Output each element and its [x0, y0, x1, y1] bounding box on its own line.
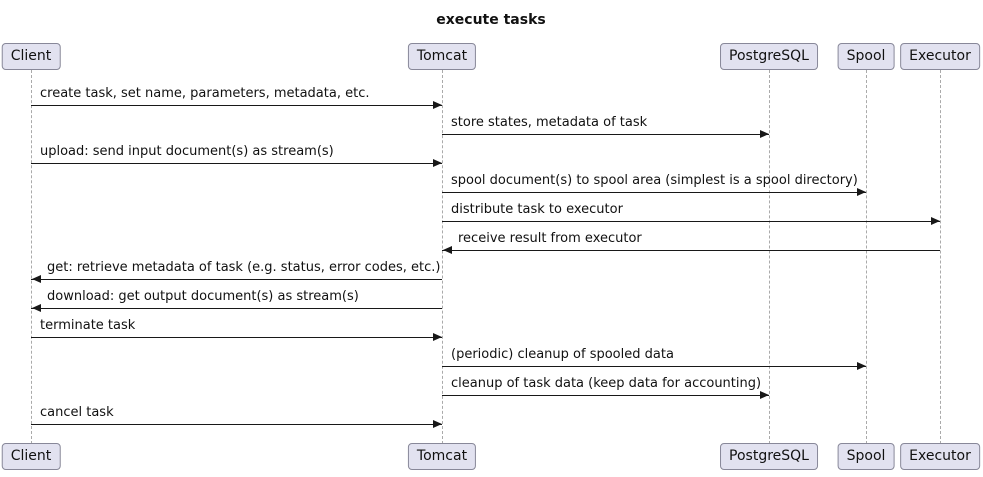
message-arrow-line [442, 250, 940, 251]
lifeline-client [31, 70, 32, 444]
message-arrowhead [433, 420, 442, 428]
message-arrow-line [442, 366, 866, 367]
message-arrow-line [442, 192, 866, 193]
message-label: upload: send input document(s) as stream… [40, 144, 334, 159]
message-arrowhead [857, 362, 866, 370]
message-arrow-line [31, 308, 442, 309]
message-arrowhead [32, 304, 41, 312]
message-arrowhead [760, 391, 769, 399]
message-arrowhead [433, 159, 442, 167]
message-arrowhead [433, 333, 442, 341]
message-arrowhead [857, 188, 866, 196]
participant-box-bottom-executor: Executor [900, 443, 980, 470]
message-label: store states, metadata of task [451, 115, 648, 130]
message-arrow-line [442, 395, 769, 396]
lifeline-tomcat [442, 70, 443, 444]
diagram-title: execute tasks [436, 12, 546, 28]
message-arrow-line [31, 424, 442, 425]
message-arrow-line [31, 279, 442, 280]
lifeline-spool [866, 70, 867, 444]
participant-box-top-executor: Executor [900, 43, 980, 70]
message-arrow-line [31, 105, 442, 106]
message-label: terminate task [40, 318, 136, 333]
message-label: download: get output document(s) as stre… [47, 289, 359, 304]
message-label: get: retrieve metadata of task (e.g. sta… [47, 260, 441, 275]
message-arrow-line [31, 337, 442, 338]
lifeline-postgresql [769, 70, 770, 444]
message-arrowhead [931, 217, 940, 225]
participant-box-top-spool: Spool [837, 43, 895, 70]
message-arrowhead [32, 275, 41, 283]
message-label: cancel task [40, 405, 114, 420]
participant-box-top-tomcat: Tomcat [407, 43, 477, 70]
participant-box-bottom-tomcat: Tomcat [407, 443, 477, 470]
message-label: create task, set name, parameters, metad… [40, 86, 370, 101]
message-label: spool document(s) to spool area (simples… [451, 173, 858, 188]
message-arrow-line [442, 134, 769, 135]
message-label: (periodic) cleanup of spooled data [451, 347, 674, 362]
participant-box-bottom-client: Client [1, 443, 61, 470]
message-label: cleanup of task data (keep data for acco… [451, 376, 762, 391]
message-arrow-line [442, 221, 940, 222]
participant-box-top-client: Client [1, 43, 61, 70]
message-arrowhead [443, 246, 452, 254]
lifeline-executor [940, 70, 941, 444]
message-label: distribute task to executor [451, 202, 623, 217]
message-label: receive result from executor [458, 231, 642, 246]
message-arrowhead [760, 130, 769, 138]
participant-box-bottom-spool: Spool [837, 443, 895, 470]
participant-box-top-postgresql: PostgreSQL [720, 43, 818, 70]
message-arrow-line [31, 163, 442, 164]
participant-box-bottom-postgresql: PostgreSQL [720, 443, 818, 470]
message-arrowhead [433, 101, 442, 109]
